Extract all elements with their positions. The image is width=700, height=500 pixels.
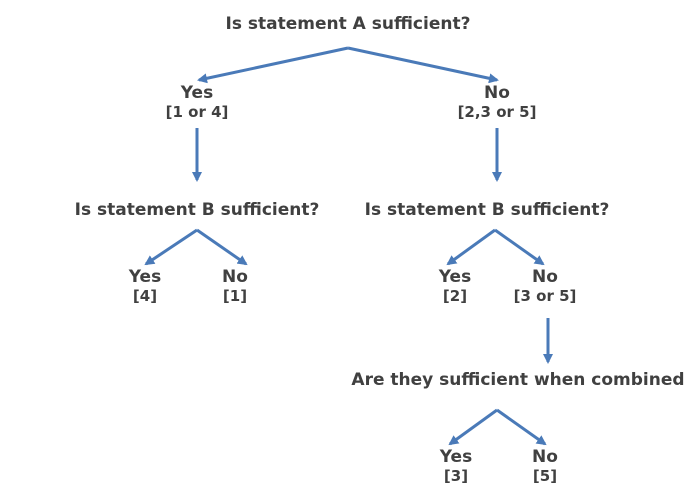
a-yes-sub: [1 or 4] (165, 103, 229, 121)
combined-yes-label: Yes (439, 447, 473, 467)
combined-yes-node: Yes [3] (440, 448, 472, 486)
arrow-left-question-to-yes (144, 228, 198, 266)
left-no-sub: [1] (222, 287, 248, 305)
right-no-node: No [3 or 5] (514, 268, 577, 306)
a-yes-node: Yes [1 or 4] (166, 84, 229, 122)
left-yes-node: Yes [4] (129, 268, 161, 306)
a-yes-label: Yes (180, 83, 214, 103)
a-no-sub: [2,3 or 5] (457, 103, 537, 121)
arrow-combined-to-no (496, 408, 547, 446)
left-yes-sub: [4] (132, 287, 158, 305)
left-question: Is statement B sufficient? (74, 200, 320, 220)
arrow-root-to-no (347, 46, 499, 84)
arrow-right-question-to-no (494, 228, 545, 266)
left-no-label: No (222, 267, 248, 287)
combined-question: Are they sufficient when combined (351, 370, 685, 390)
root-question: Is statement A sufficient? (225, 14, 471, 34)
combined-no-sub: [5] (532, 467, 558, 485)
arrow-left-question-to-no (196, 228, 248, 266)
combined-yes-sub: [3] (443, 467, 469, 485)
arrow-combined-to-yes (448, 408, 498, 446)
right-yes-label: Yes (438, 267, 472, 287)
a-no-label: No (484, 83, 510, 103)
a-no-node: No [2,3 or 5] (458, 84, 537, 122)
left-no-node: No [1] (222, 268, 248, 306)
left-yes-label: Yes (128, 267, 162, 287)
arrow-root-to-yes (197, 46, 349, 84)
combined-no-label: No (532, 447, 558, 467)
right-no-sub: [3 or 5] (513, 287, 577, 305)
right-no-label: No (532, 267, 558, 287)
right-yes-sub: [2] (442, 287, 468, 305)
right-yes-node: Yes [2] (439, 268, 471, 306)
right-question: Is statement B sufficient? (364, 200, 610, 220)
arrow-right-question-to-yes (446, 228, 496, 266)
combined-no-node: No [5] (532, 448, 558, 486)
